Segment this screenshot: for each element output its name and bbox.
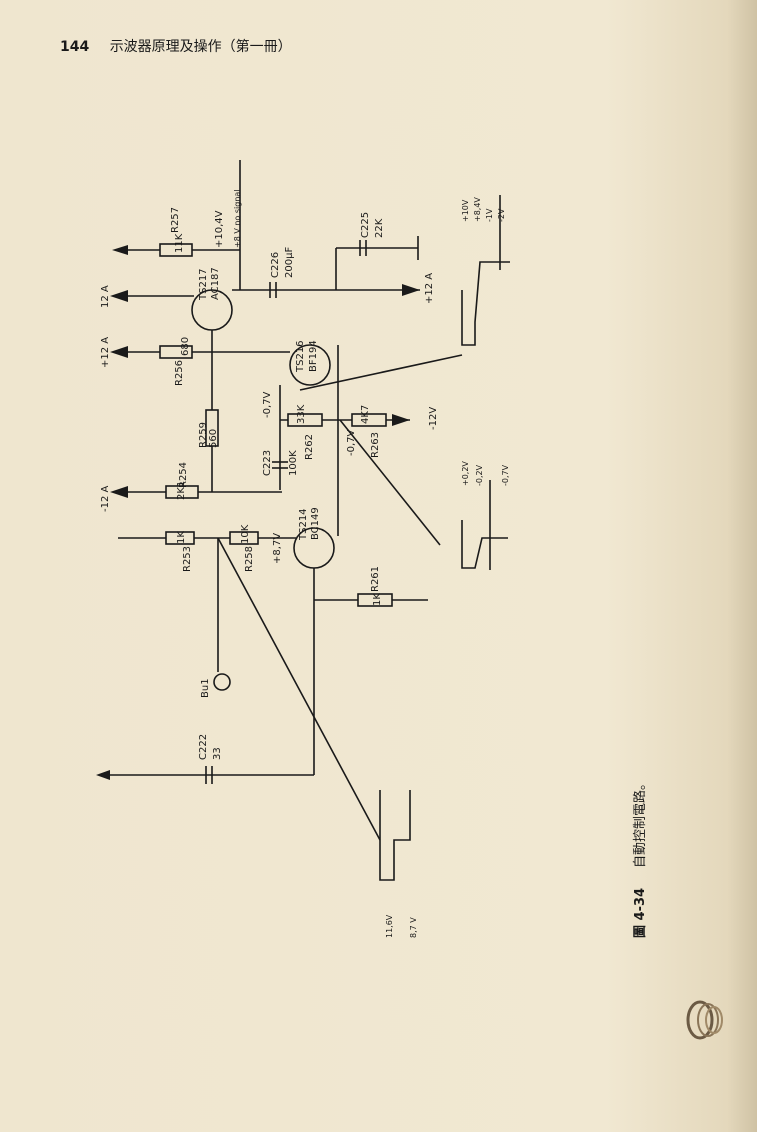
supply-12a: 12 A [100,285,111,308]
ts217-type: AC187 [210,267,221,300]
r259-ref: R259 [198,422,209,448]
page-header: 144 示波器原理及操作（第一冊） [60,36,292,56]
binding-ring-icon [686,1000,723,1040]
c223-value: 100K [288,450,299,476]
wf-mid-0: +0,2V [461,461,470,486]
r257-label: R257 [170,207,181,233]
r256-value: 680 [180,337,191,356]
ts216-type: BF194 [308,340,319,372]
page-title: 示波器原理及操作（第一冊） [109,39,292,55]
r254-value: 2K1 [176,481,187,500]
ts216-ref: TS216 [295,340,306,373]
c226-value: 200μF [284,247,295,278]
supply-neg12a: -12 A [100,485,111,512]
figure-caption: 自動控制電路。 [632,777,648,868]
wf-mid-1: -0,2V [475,464,484,486]
r258-value: 10K [240,524,251,544]
supply-12a-right: +12 A [424,273,435,304]
v07-left: -0,7V [262,391,273,418]
v07-right: -0,7V [346,429,357,456]
wf-top-3: -2V [497,208,506,222]
r261-value: 1K [372,593,383,606]
bu1-label: Bu1 [200,678,211,698]
r262-value: 33K [296,404,307,424]
r253-ref: R253 [182,546,193,572]
r261-ref: R261 [370,566,381,592]
wf-bottom-0: 11,6V [385,914,394,938]
c222-ref: C222 [198,734,209,760]
wf-bottom-1: 8,7 V [409,917,418,938]
figure-number: 圖 4-34 [632,888,648,938]
r258-ref: R258 [244,546,255,572]
ts217-ref: TS217 [198,268,209,301]
wf-top-0: +10V [461,199,470,222]
r259-value: 560 [208,429,219,448]
r254-ref: R254 [178,462,189,488]
r256-ref: R256 [174,360,185,386]
r263-ref: R263 [370,432,381,458]
r262-ref: R262 [304,434,315,460]
v8-label: +8 V no signal [233,189,242,248]
c223-ref: C223 [262,450,273,476]
c225-ref: C225 [360,212,371,238]
v87-label: +8,7V [272,533,283,564]
wf-top-2: -1V [485,208,494,222]
supply-12a-left: +12 A [100,337,111,368]
c226-ref: C226 [270,252,281,278]
wf-mid-2: -0,7V [501,464,510,486]
c222-value: 33 [212,747,223,760]
wf-top-1: +8,4V [473,197,482,222]
supply-neg12v: -12V [428,407,439,430]
r257-value: 11K [174,233,185,253]
ts214-ref: TS214 [298,508,309,541]
r263-value: 4K7 [360,405,371,424]
v104-label: +10,4V [214,210,225,248]
c225-value: 22K [374,218,385,238]
ts214-type: BC149 [310,507,321,540]
page-number: 144 [60,39,90,55]
r253-value: 1K [176,531,187,544]
